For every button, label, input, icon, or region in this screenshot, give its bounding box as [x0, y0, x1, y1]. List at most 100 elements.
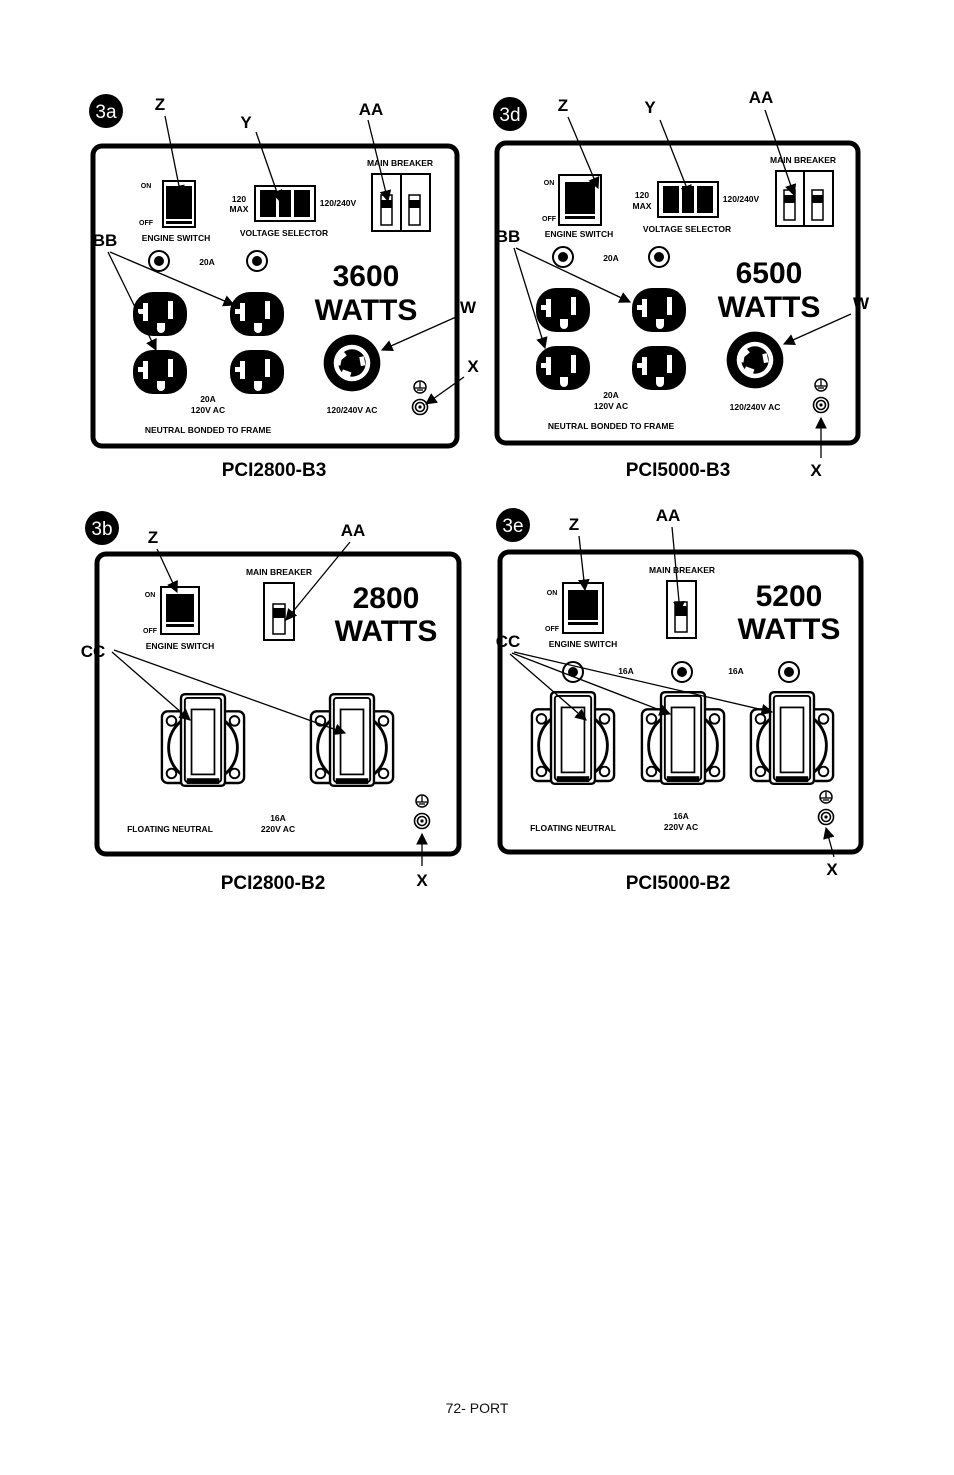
callout-w: W [460, 298, 477, 317]
figure-badge [496, 508, 530, 542]
selector-max-label: MAX [230, 204, 249, 214]
twist-lock-receptacle[interactable] [726, 331, 784, 389]
main-breaker-label: MAIN BREAKER [367, 158, 433, 168]
callout-x: X [467, 357, 479, 376]
switch-on-label: ON [145, 592, 156, 599]
duplex-receptacle[interactable] [536, 346, 590, 390]
switch-on-label: ON [141, 183, 152, 190]
watts-number: 2800 [353, 582, 420, 615]
watts-number: 5200 [756, 580, 823, 613]
floating-neutral-label: FLOATING NEUTRAL [530, 823, 616, 833]
circuit-breaker-button[interactable] [148, 250, 170, 272]
twist-lock-rating-label: 120/240V AC [327, 405, 378, 415]
engine-switch[interactable] [558, 174, 602, 226]
twist-lock-receptacle[interactable] [323, 334, 381, 392]
main-breaker-label: MAIN BREAKER [649, 565, 715, 575]
callout-x: X [826, 860, 838, 879]
watts-word: WATTS [718, 291, 821, 324]
receptacle-amps-label: 20A [200, 394, 216, 404]
voltage-selector-label: VOLTAGE SELECTOR [240, 228, 328, 238]
model-number: PCI5000-B3 [626, 460, 731, 481]
selector-120-label: 120 [232, 194, 246, 204]
receptacle-amps-label: 20A [603, 390, 619, 400]
neutral-bonded-label: NEUTRAL BONDED TO FRAME [548, 421, 675, 431]
figure-badge [89, 94, 123, 128]
voltage-selector[interactable] [657, 181, 719, 218]
engine-switch-label: ENGINE SWITCH [146, 641, 214, 651]
twist-lock-rating-label: 120/240V AC [730, 402, 781, 412]
callout-z: Z [558, 96, 568, 115]
watts-word: WATTS [315, 294, 418, 327]
callout-aa: AA [749, 88, 774, 107]
callout-x: X [810, 461, 822, 480]
model-number: PCI2800-B2 [221, 873, 326, 894]
duplex-receptacle[interactable] [632, 346, 686, 390]
duplex-receptacle[interactable] [133, 350, 187, 394]
main-breaker[interactable] [666, 580, 697, 639]
breaker-rating-label: 16A [728, 666, 744, 676]
neutral-bonded-label: NEUTRAL BONDED TO FRAME [145, 425, 272, 435]
switch-off-label: OFF [139, 220, 154, 227]
figure-badge [85, 511, 119, 545]
figure-badge-label: 3d [499, 105, 520, 126]
callout-cc: CC [81, 642, 106, 661]
breaker-rating-label: 20A [199, 257, 215, 267]
floating-neutral-label: FLOATING NEUTRAL [127, 824, 213, 834]
circuit-breaker-button[interactable] [552, 246, 574, 268]
main-breaker[interactable] [775, 170, 834, 227]
callout-y: Y [240, 113, 252, 132]
callout-aa: AA [359, 100, 384, 119]
receptacle-volts-label: 220V AC [261, 824, 295, 834]
panel-3d: 3d ON OFF ENGINE SWITCH 120 MAX 120/240V… [493, 88, 870, 481]
callout-aa: AA [341, 521, 366, 540]
watts-word: WATTS [738, 613, 841, 646]
callout-bb: BB [93, 231, 118, 250]
main-breaker-label: MAIN BREAKER [246, 567, 312, 577]
switch-off-label: OFF [545, 626, 560, 633]
circuit-breaker-button[interactable] [671, 661, 693, 683]
callout-aa: AA [656, 506, 681, 525]
switch-off-label: OFF [542, 216, 557, 223]
model-number: PCI2800-B3 [222, 460, 327, 481]
figure-badge-label: 3b [91, 519, 112, 540]
selector-120-240-label: 120/240V [320, 198, 357, 208]
duplex-receptacle[interactable] [632, 288, 686, 332]
engine-switch[interactable] [562, 582, 604, 634]
breaker-rating-label: 20A [603, 253, 619, 263]
duplex-receptacle[interactable] [230, 350, 284, 394]
engine-switch[interactable] [160, 586, 200, 635]
watts-number: 3600 [333, 260, 400, 293]
breaker-rating-label: 16A [618, 666, 634, 676]
selector-max-label: MAX [633, 201, 652, 211]
engine-switch-label: ENGINE SWITCH [142, 233, 210, 243]
circuit-breaker-button[interactable] [778, 661, 800, 683]
receptacle-volts-label: 120V AC [594, 401, 628, 411]
receptacle-amps-label: 16A [673, 811, 689, 821]
main-breaker-label: MAIN BREAKER [770, 155, 836, 165]
circuit-breaker-button[interactable] [246, 250, 268, 272]
voltage-selector[interactable] [254, 185, 316, 222]
callout-bb: BB [496, 227, 521, 246]
receptacle-volts-label: 120V AC [191, 405, 225, 415]
callout-y: Y [644, 98, 656, 117]
duplex-receptacle[interactable] [536, 288, 590, 332]
main-breaker[interactable] [263, 582, 295, 641]
figure-badge-label: 3a [95, 102, 117, 123]
panel-3e: 3e ON OFF ENGINE SWITCH MAIN BREAKER 520… [496, 506, 864, 894]
engine-switch-label: ENGINE SWITCH [549, 639, 617, 649]
voltage-selector-label: VOLTAGE SELECTOR [643, 224, 731, 234]
callout-z: Z [569, 515, 579, 534]
figure-badge [493, 97, 527, 131]
main-breaker[interactable] [371, 173, 431, 232]
callout-z: Z [155, 95, 165, 114]
switch-on-label: ON [544, 180, 555, 187]
duplex-receptacle[interactable] [133, 292, 187, 336]
switch-off-label: OFF [143, 628, 158, 635]
duplex-receptacle[interactable] [230, 292, 284, 336]
selector-120-label: 120 [635, 190, 649, 200]
page-footer: 72- PORT [445, 1400, 509, 1416]
circuit-breaker-button[interactable] [648, 246, 670, 268]
engine-switch-label: ENGINE SWITCH [545, 229, 613, 239]
watts-word: WATTS [335, 615, 438, 648]
